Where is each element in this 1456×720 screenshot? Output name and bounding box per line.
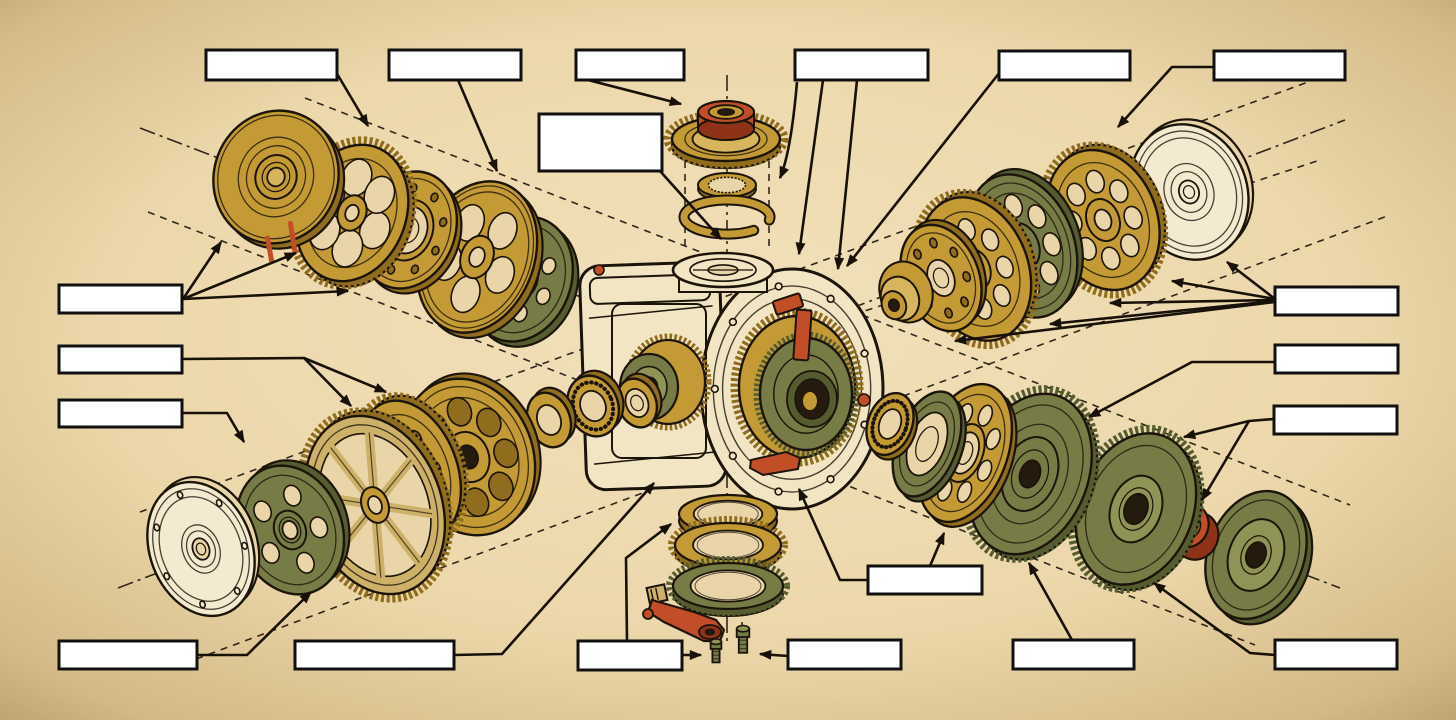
leader-arrow-b5 <box>1027 561 1074 641</box>
lower-left-shaft <box>146 369 663 618</box>
washer-ring <box>525 386 577 449</box>
leader-arrow-m1 <box>797 487 868 582</box>
leader-arrow-t6 <box>1117 65 1214 128</box>
leader-arrow-b2 <box>453 482 655 657</box>
red-fitting <box>772 292 804 316</box>
leader-arrow-l3 <box>182 411 246 444</box>
shaft-hub <box>878 260 934 324</box>
shift-lever <box>642 583 726 643</box>
leader-arrow-b4 <box>758 649 789 660</box>
leader-arrow-t3 <box>583 77 683 107</box>
pinion-bearing-stack <box>663 99 789 240</box>
leader-arrow-r1 <box>1048 299 1276 328</box>
label-box-r1[interactable] <box>1273 285 1400 317</box>
label-box-l2[interactable] <box>57 344 184 375</box>
leader-arrow-b1 <box>197 591 312 657</box>
label-box-r2[interactable] <box>1273 343 1400 375</box>
label-box-b6[interactable] <box>1273 638 1399 671</box>
red-fitting <box>748 450 802 477</box>
label-box-b3[interactable] <box>576 639 684 672</box>
label-box-l3[interactable] <box>57 398 184 429</box>
ring-gear <box>1067 424 1205 594</box>
label-box-l1[interactable] <box>57 283 184 315</box>
leader-arrow-t2 <box>456 79 499 173</box>
leader-arrow-l1 <box>182 286 350 301</box>
label-box-b2[interactable] <box>293 639 456 671</box>
leader-arrow-r1 <box>953 300 1276 345</box>
label-boxes <box>57 48 1400 672</box>
upper-left-shaft <box>212 109 580 348</box>
bearing-plate <box>899 218 988 333</box>
leader-arrow-b3 <box>624 522 672 642</box>
leader-arrow-l1 <box>181 240 223 300</box>
label-box-t5[interactable] <box>997 49 1132 82</box>
leader-arrow-t4 <box>795 79 825 256</box>
label-box-b1[interactable] <box>57 639 199 671</box>
leader-arrow-t1 <box>334 71 370 128</box>
flywheel-disc <box>212 109 346 264</box>
bolt <box>709 638 723 664</box>
spacer-ring <box>615 372 663 429</box>
label-box-t4[interactable] <box>793 48 930 82</box>
synchro-ring-stack <box>642 493 790 664</box>
end-flange <box>146 475 261 618</box>
leader-arrow-l1 <box>182 251 298 301</box>
upper-right-shaft <box>878 118 1255 350</box>
leader-lines <box>181 65 1276 660</box>
leader-arrow-r1 <box>1226 260 1276 301</box>
label-box-tc[interactable] <box>537 112 664 173</box>
label-box-t3[interactable] <box>574 48 686 82</box>
leader-arrow-r1 <box>1170 278 1276 301</box>
red-fitting <box>593 264 605 276</box>
riveted-bearing-ring <box>865 391 919 461</box>
red-fitting <box>857 393 871 407</box>
label-box-b4[interactable] <box>786 638 903 671</box>
lower-right-shaft <box>865 382 1314 626</box>
riveted-bearing-ring <box>565 369 625 438</box>
label-box-t2[interactable] <box>387 48 523 82</box>
leader-arrow-t4 <box>778 81 799 180</box>
center-housing <box>578 251 885 511</box>
leader-arrow-m1 <box>928 531 946 567</box>
label-box-t6[interactable] <box>1212 49 1347 82</box>
label-box-b5[interactable] <box>1011 638 1136 671</box>
bolt <box>735 624 751 654</box>
leader-arrow-b6 <box>1152 581 1276 657</box>
label-box-r3[interactable] <box>1272 404 1399 436</box>
label-box-m1[interactable] <box>866 564 984 596</box>
leader-arrow-t4 <box>834 79 859 271</box>
leader-arrow-r1 <box>1108 297 1276 308</box>
leader-arrow-t5 <box>845 71 1002 267</box>
leader-arrow-tc <box>659 170 722 240</box>
red-fitting <box>792 308 813 362</box>
leader-arrow-l2 <box>303 357 352 407</box>
leader-arrow-r2 <box>1087 360 1275 419</box>
label-box-t1[interactable] <box>204 48 339 82</box>
leader-arrow-r3 <box>1200 420 1251 502</box>
